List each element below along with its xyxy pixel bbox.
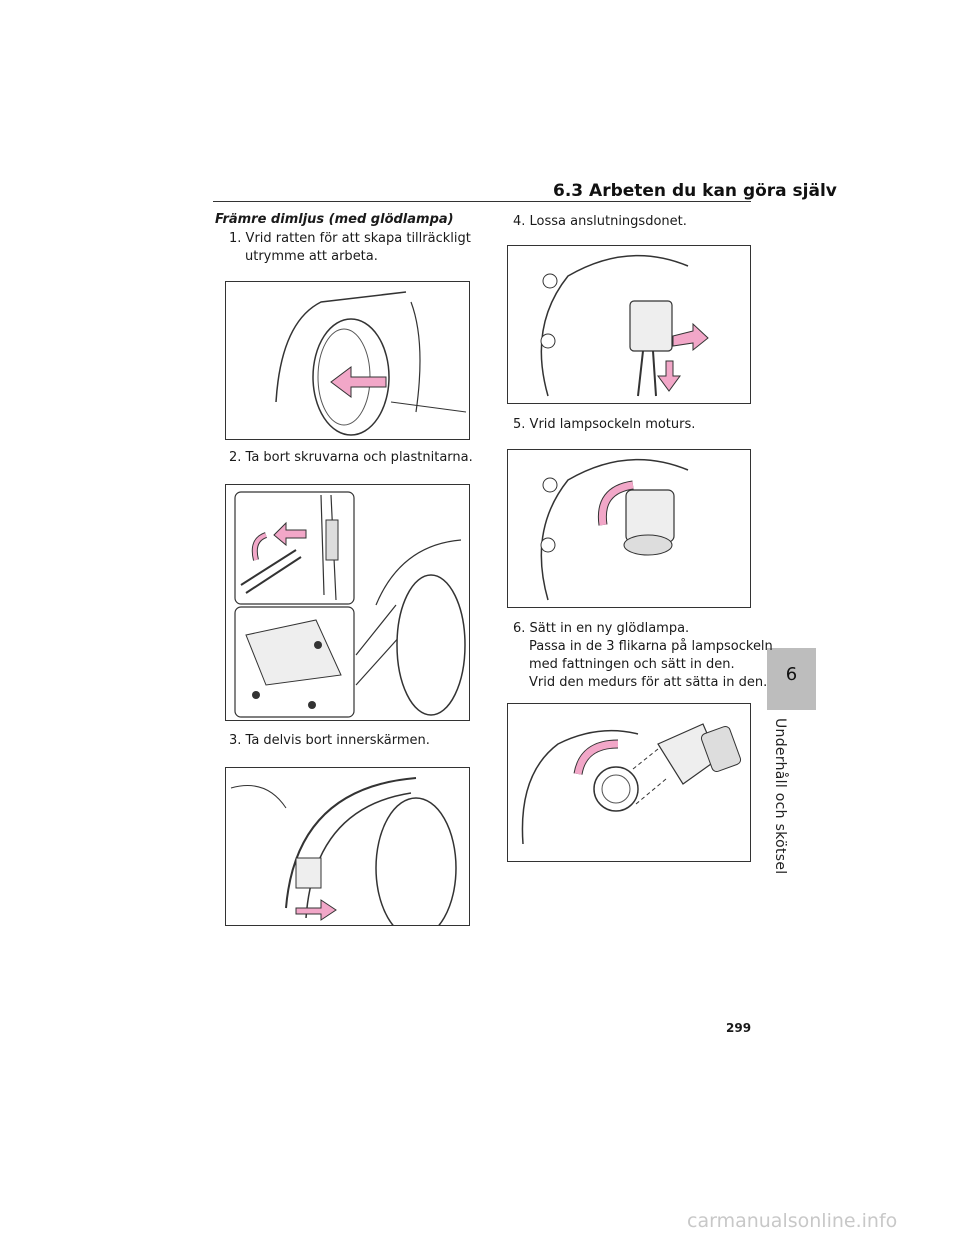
direction-arrow [330,366,387,398]
step-text: Vrid den medurs för att sätta in den. [529,675,768,690]
section-header: 6.3 Arbeten du kan göra själv [553,181,837,201]
step-number: 3. [229,733,242,748]
figure-disconnect-connector [507,245,751,404]
step-number: 1. [229,231,242,246]
step-1: 1. Vrid ratten för att skapa tillräcklig… [229,230,471,266]
figure-remove-screws [225,484,470,721]
figure-install-bulb [507,703,751,862]
screw-icon [308,701,316,709]
rotate-ccw-arrow [598,481,634,526]
figure-remove-fender-liner [225,767,470,926]
rotate-arrow [252,533,267,561]
screw-icon [314,641,322,649]
step-5: 5. Vrid lampsockeln moturs. [513,416,695,434]
step-number: 2. [229,450,242,465]
pull-arrow [295,899,337,921]
liner-illustration [230,777,457,925]
procedure-title: Främre dimljus (med glödlampa) [215,212,454,227]
step-number: 6. [513,621,526,636]
step-4: 4. Lossa anslutningsdonet. [513,213,687,231]
chapter-label: Underhåll och skötsel [772,718,788,875]
step-text: Passa in de 3 flikarna på lampsockeln [529,639,773,654]
step-text: utrymme att arbeta. [245,249,378,264]
step-number: 4. [513,214,526,229]
step-6: 6. Sätt in en ny glödlampa. Passa in de … [513,620,773,692]
header-divider [213,201,751,202]
step-text: Lossa anslutningsdonet. [529,214,687,229]
screws-illustration [234,491,466,718]
step-text: Vrid ratten för att skapa tillräckligt [245,231,471,246]
chapter-number: 6 [785,664,798,685]
socket-illustration [540,458,689,601]
step-3: 3. Ta delvis bort innerskärmen. [229,732,430,750]
press-arrow [672,322,709,352]
rotate-cw-arrow [574,740,619,775]
bulb-illustration [521,723,742,845]
watermark: carmanualsonline.info [687,1210,898,1232]
step-text: Ta delvis bort innerskärmen. [245,733,430,748]
step-text: Vrid lampsockeln moturs. [529,417,696,432]
figure-turn-socket [507,449,751,608]
step-2: 2. Ta bort skruvarna och plastnitarna. [229,449,473,467]
connector-illustration [540,254,709,397]
step-number: 5. [513,417,526,432]
wheel-illustration [275,291,467,436]
chapter-tab [767,648,816,710]
step-text: med fattningen och sätt in den. [529,657,735,672]
page-number: 299 [726,1021,752,1035]
step-text: Sätt in en ny glödlampa. [529,621,690,636]
screw-icon [252,691,260,699]
figure-steering-wheel-turn [225,281,470,440]
pull-arrow [657,360,681,392]
pull-arrow [273,521,307,547]
step-text: Ta bort skruvarna och plastnitarna. [245,450,473,465]
